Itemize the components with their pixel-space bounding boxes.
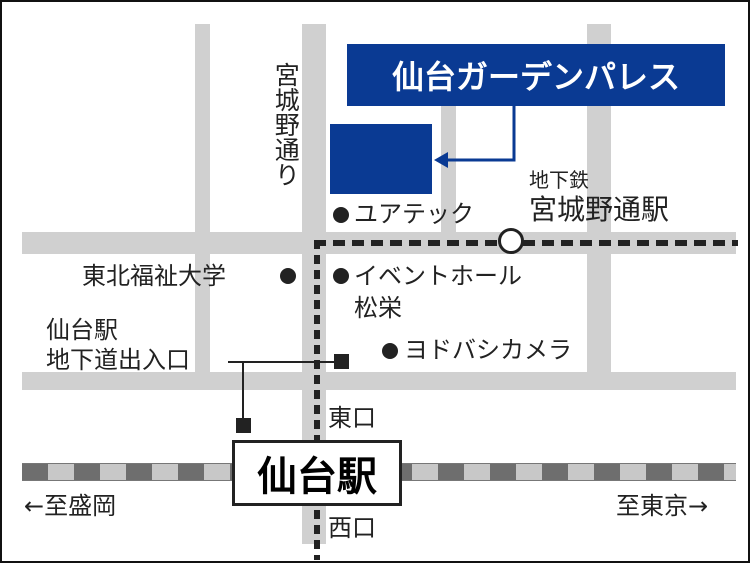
subway-station-marker [498, 228, 524, 254]
entrance-marker-station [236, 418, 251, 433]
landmark-dot-event-hall [333, 268, 349, 284]
direction-morioka: ←至盛岡 [24, 492, 117, 520]
underground-label-line1: 仙台駅 [46, 316, 118, 344]
entrance-marker-east [334, 354, 349, 369]
sendai-station-box: 仙台駅 [232, 440, 402, 506]
road-horizontal-lower [22, 372, 736, 390]
subway-station-name: 宮城野通駅 [529, 193, 670, 226]
landmark-yodobashi: ヨドバシカメラ [404, 336, 572, 364]
hotel-name-banner: 仙台ガーデンパレス [347, 44, 725, 106]
leader-line [228, 361, 340, 363]
hotel-building [330, 124, 432, 194]
subway-line-north-south [314, 240, 320, 560]
underground-label-line2: 地下道出入口 [46, 346, 190, 374]
road-vertical-mid [441, 106, 456, 232]
leader-line-drop [242, 361, 244, 419]
landmark-dot-yodobashi [382, 343, 398, 359]
landmark-tohoku-fukushi: 東北福祉大学 [82, 262, 226, 290]
landmark-event-hall-sub: 松栄 [354, 294, 402, 322]
road-vertical-left [195, 24, 210, 382]
direction-tokyo: 至東京→ [616, 492, 709, 520]
landmark-uatec: ユアテック [354, 200, 474, 228]
landmark-event-hall: イベントホール [354, 262, 522, 290]
subway-line-east-west [314, 240, 738, 246]
subway-label: 地下鉄 [529, 168, 589, 192]
landmark-dot-tohoku-fukushi [280, 268, 296, 284]
street-label-miyagino-dori: 宮城野通り [271, 62, 301, 187]
exit-west-label: 西口 [328, 514, 376, 542]
exit-east-label: 東口 [328, 404, 376, 432]
landmark-dot-uatec [333, 207, 349, 223]
